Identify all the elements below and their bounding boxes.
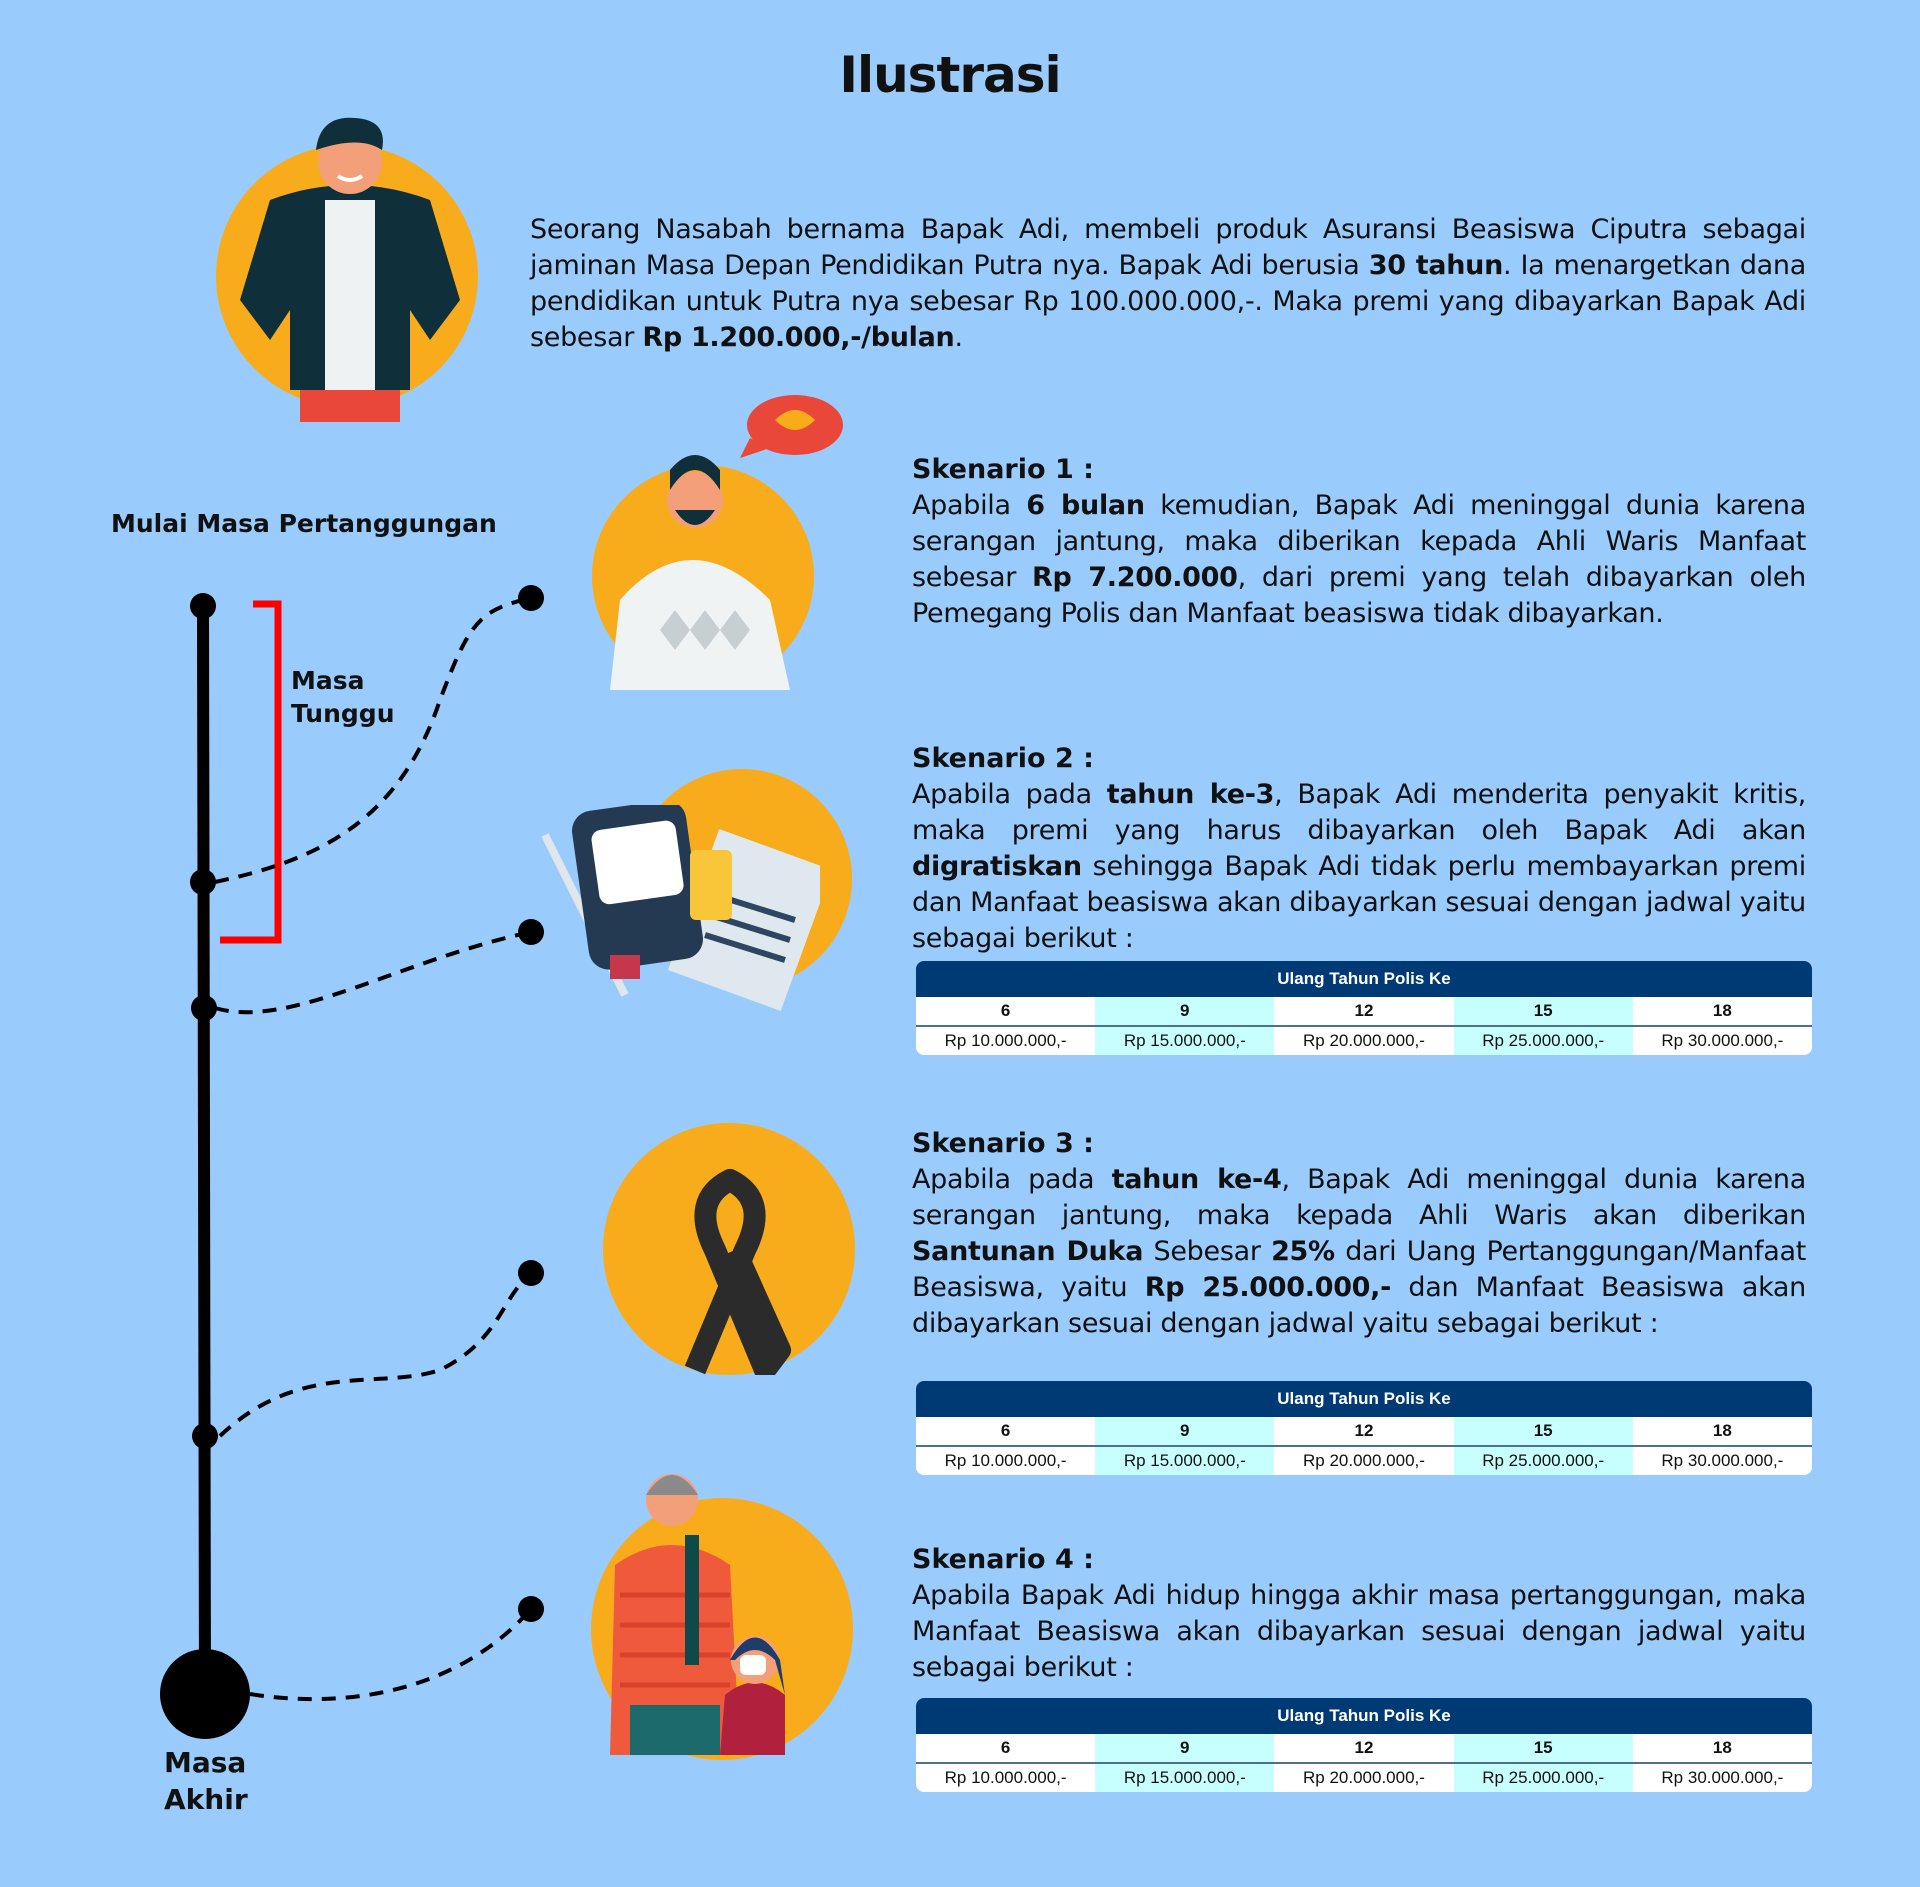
benefit-amount-cell: Rp 20.000.000,- xyxy=(1303,1768,1425,1787)
benefit-amount-cell: Rp 25.000.000,- xyxy=(1453,1763,1633,1792)
text-segment: , Bapak Adi meninggal dunia karena seran… xyxy=(912,1164,1806,1231)
policy-year-cell: 18 xyxy=(1632,1734,1812,1764)
benefit-amount-cell: Rp 10.000.000,- xyxy=(944,1451,1067,1470)
policy-year-cell: 12 xyxy=(1274,1734,1454,1764)
benefit-amount-cell: Rp 30.000.000,- xyxy=(1661,1451,1784,1470)
policy-year-cell: 6 xyxy=(916,997,1096,1027)
timeline-end-dot xyxy=(160,1649,250,1739)
text-segment: . Ia menargetkan dana pendidikan untuk P… xyxy=(530,250,1806,353)
text-segment: Sebesar xyxy=(1143,1236,1272,1267)
emphasized-text: 30 tahun xyxy=(1368,250,1504,281)
benefit-amount-cell: Rp 25.000.000,- xyxy=(1453,1446,1633,1475)
text-segment: dan Manfaat Beasiswa akan dibayarkan ses… xyxy=(912,1272,1806,1339)
timeline-line xyxy=(197,605,211,1695)
timeline-dot-scenario-1 xyxy=(190,869,216,895)
scenario-3-heading: Skenario 3 : xyxy=(912,1128,1094,1159)
policy-year-cell: 18 xyxy=(1632,997,1812,1027)
policy-year-cell: 6 xyxy=(916,1417,1096,1447)
start-coverage-label: Mulai Masa Pertanggungan xyxy=(111,509,497,538)
scenario-4-text: Apabila Bapak Adi hidup hingga akhir mas… xyxy=(912,1578,1806,1686)
text-segment: Apabila pada xyxy=(912,1164,1112,1195)
benefit-amount-cell: Rp 30.000.000,- xyxy=(1661,1031,1784,1050)
policy-year-cell: 15 xyxy=(1453,1734,1633,1764)
black-ribbon-icon xyxy=(684,1169,791,1375)
emphasized-text: Rp 7.200.000 xyxy=(1032,562,1238,593)
connector-lines xyxy=(214,596,533,1702)
benefit-amount-cell: Rp 15.000.000,- xyxy=(1095,1763,1275,1792)
page-title: Ilustrasi xyxy=(839,46,1061,104)
scenario-3-illustration-background xyxy=(603,1123,855,1375)
waiting-period-bracket xyxy=(220,600,282,944)
benefit-amount-cell: Rp 20.000.000,- xyxy=(1303,1451,1425,1470)
scenario-4-heading: Skenario 4 : xyxy=(912,1544,1094,1575)
table-header: Ulang Tahun Polis Ke xyxy=(916,1698,1812,1734)
emphasized-text: tahun ke-3 xyxy=(1106,779,1275,810)
intro-paragraph: Seorang Nasabah bernama Bapak Adi, membe… xyxy=(530,212,1806,356)
text-segment: , dari premi yang telah dibayarkan oleh … xyxy=(912,562,1806,629)
thinking-man-illustration xyxy=(610,395,843,690)
benefit-amount-cell: Rp 30.000.000,- xyxy=(1661,1768,1784,1787)
scenario-3-text: Apabila pada tahun ke-4, Bapak Adi menin… xyxy=(912,1162,1806,1342)
benefit-amount-cell: Rp 20.000.000,- xyxy=(1303,1031,1425,1050)
benefit-amount-cell: Rp 10.000.000,- xyxy=(944,1768,1067,1787)
scenario-1-heading: Skenario 1 : xyxy=(912,454,1094,485)
table-header: Ulang Tahun Polis Ke xyxy=(916,961,1812,997)
text-segment: Apabila Bapak Adi hidup hingga akhir mas… xyxy=(912,1580,1806,1683)
policy-year-cell: 9 xyxy=(1095,997,1275,1027)
text-segment: Seorang Nasabah bernama Bapak Adi, membe… xyxy=(530,214,1806,281)
medical-devices-illustration xyxy=(541,805,820,1011)
timeline-start-dot xyxy=(190,593,216,619)
timeline-dot-scenario-3 xyxy=(192,1423,218,1449)
man-standing-illustration xyxy=(240,117,460,422)
policy-year-cell: 15 xyxy=(1453,1417,1633,1447)
waiting-period-label: Masa Tunggu xyxy=(291,666,395,728)
scenario-2-text: Apabila pada tahun ke-3, Bapak Adi mende… xyxy=(912,777,1806,957)
emphasized-text: Rp 1.200.000,-/bulan xyxy=(642,322,955,353)
benefit-amount-cell: Rp 15.000.000,- xyxy=(1095,1446,1275,1475)
end-coverage-label: Masa Akhir xyxy=(164,1746,248,1816)
policy-year-cell: 12 xyxy=(1274,997,1454,1027)
emphasized-text: Santunan Duka xyxy=(912,1236,1144,1267)
emphasized-text: 6 bulan xyxy=(1026,490,1145,521)
benefit-amount-cell: Rp 15.000.000,- xyxy=(1095,1026,1275,1055)
policy-year-cell: 9 xyxy=(1095,1417,1275,1447)
emphasized-text: digratiskan xyxy=(912,851,1082,882)
benefit-amount-row: Rp 10.000.000,- Rp 15.000.000,- Rp 20.000.… xyxy=(916,1763,1812,1792)
emphasized-text: 25% xyxy=(1271,1236,1335,1267)
policy-year-cell: 18 xyxy=(1632,1417,1812,1447)
grandfather-and-child-illustration xyxy=(610,1474,785,1755)
policy-year-cell: 6 xyxy=(916,1734,1096,1764)
text-segment: sehingga Bapak Adi tidak perlu membayark… xyxy=(912,851,1806,954)
benefit-amount-row: Rp 10.000.000,- Rp 15.000.000,- Rp 20.000.… xyxy=(916,1446,1812,1475)
policy-year-cell: 9 xyxy=(1095,1734,1275,1764)
benefit-amount-cell: Rp 25.000.000,- xyxy=(1453,1026,1633,1055)
text-segment: Apabila pada xyxy=(912,779,1107,810)
emphasized-text: tahun ke-4 xyxy=(1111,1164,1282,1195)
scenario-1-text: Apabila 6 bulan kemudian, Bapak Adi meni… xyxy=(912,488,1806,632)
table-header: Ulang Tahun Polis Ke xyxy=(916,1381,1812,1417)
text-segment: dari Uang Pertanggungan/Manfaat Beasiswa… xyxy=(912,1236,1806,1303)
text-segment: kemudian, Bapak Adi meninggal dunia kare… xyxy=(912,490,1806,593)
emphasized-text: Rp 25.000.000,- xyxy=(1144,1272,1392,1303)
scenario-2-heading: Skenario 2 : xyxy=(912,743,1094,774)
policy-year-cell: 15 xyxy=(1453,997,1633,1027)
timeline-dot-scenario-2 xyxy=(191,995,217,1021)
text-segment: Apabila xyxy=(912,490,1027,521)
benefit-amount-cell: Rp 10.000.000,- xyxy=(944,1031,1067,1050)
text-segment: . xyxy=(954,322,963,353)
policy-year-cell: 12 xyxy=(1274,1417,1454,1447)
text-segment: , Bapak Adi menderita penyakit kritis, m… xyxy=(912,779,1807,846)
benefit-amount-row: Rp 10.000.000,- Rp 15.000.000,- Rp 20.000.… xyxy=(916,1026,1812,1055)
